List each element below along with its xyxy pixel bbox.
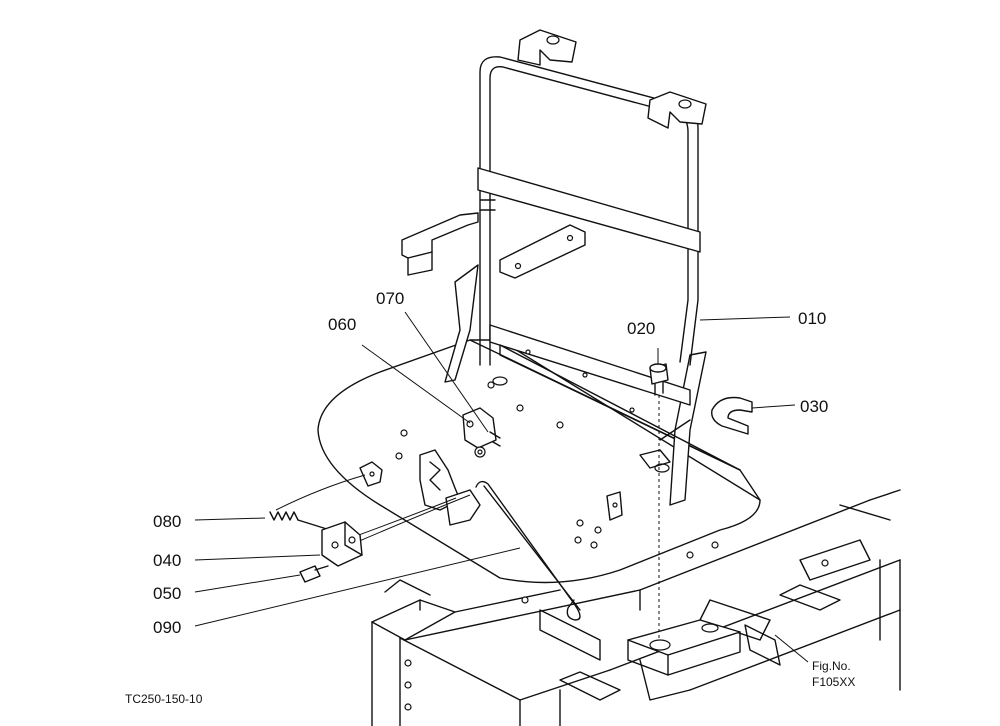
callout-labels: 010 020 030 040 050 060 070 080 090 xyxy=(153,289,828,637)
leader-lines xyxy=(194,311,809,663)
callout-070: 070 xyxy=(376,289,404,308)
u-clip-030 xyxy=(711,396,753,435)
callout-010: 010 xyxy=(798,309,826,328)
spring-080 xyxy=(269,511,331,531)
side-brackets xyxy=(444,264,707,506)
seat-base-plate xyxy=(317,339,761,584)
callout-060: 060 xyxy=(328,315,356,334)
spring-rod-090 xyxy=(475,480,581,621)
fig-label: Fig.No. xyxy=(812,659,851,673)
callout-050: 050 xyxy=(153,584,181,603)
callout-080: 080 xyxy=(153,512,181,531)
callout-090: 090 xyxy=(153,618,181,637)
callout-030: 030 xyxy=(800,397,828,416)
chassis-frame xyxy=(371,489,901,726)
drawing-code: TC250-150-10 xyxy=(125,692,203,706)
seat-back-frame xyxy=(401,29,741,471)
switch-block-040 xyxy=(321,521,363,567)
callout-020: 020 xyxy=(627,319,655,338)
callout-040: 040 xyxy=(153,551,181,570)
screw-050 xyxy=(299,565,329,583)
seat-switch-mechanism xyxy=(359,407,501,526)
bolt-020 xyxy=(649,363,669,640)
fig-number: F105XX xyxy=(812,675,855,689)
